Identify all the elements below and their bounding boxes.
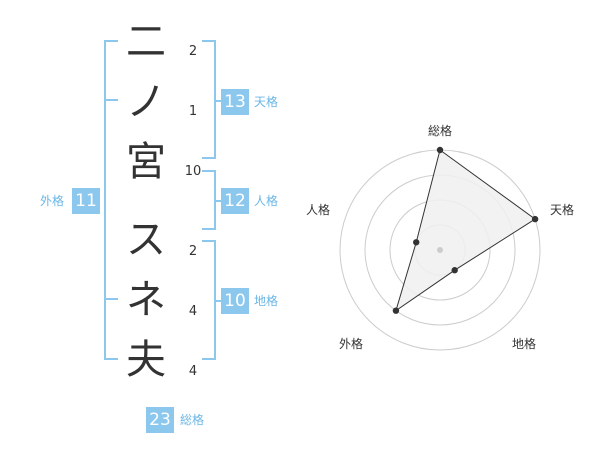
stroke-count-3: 10 <box>184 164 202 179</box>
tenkaku-score-badge: 13 <box>221 89 249 115</box>
radar-point-4 <box>392 307 400 314</box>
gaikaku-score-badge: 11 <box>72 188 100 214</box>
name-character-4: ス <box>126 217 166 263</box>
jinkaku-score-badge: 12 <box>221 188 249 214</box>
stroke-count-2: 1 <box>188 104 198 119</box>
radar-point-1 <box>436 146 444 154</box>
radar-point-5 <box>413 239 420 246</box>
chikaku-label: 地格 <box>254 294 279 308</box>
radar-axis-label-soukaku: 総格 <box>427 124 452 138</box>
gaikaku-label: 外格 <box>40 194 65 208</box>
name-character-1: 二 <box>126 19 166 65</box>
radar-point-2 <box>531 215 539 223</box>
stroke-count-4: 2 <box>188 244 198 259</box>
chikaku-score-badge: 10 <box>221 288 249 314</box>
name-character-2: ノ <box>126 79 166 125</box>
radar-polygon <box>395 149 536 312</box>
stroke-count-6: 4 <box>188 364 198 379</box>
radar-axis-label-gaikaku: 外格 <box>338 337 363 351</box>
radar-center-dot <box>437 247 443 253</box>
stroke-count-5: 4 <box>188 304 198 319</box>
tenkaku-label: 天格 <box>254 95 279 109</box>
radar-axis-label-jinkaku: 人格 <box>305 203 330 217</box>
name-character-3: 宮 <box>126 139 166 185</box>
name-character-6: 夫 <box>126 337 166 383</box>
name-character-5: ネ <box>126 277 166 323</box>
radar-axis-label-tenkaku: 天格 <box>549 203 574 217</box>
radar-point-3 <box>451 267 458 274</box>
stroke-count-1: 2 <box>188 44 198 59</box>
soukaku-label: 総格 <box>180 413 205 427</box>
radar-axis-label-chikaku: 地格 <box>511 337 536 351</box>
soukaku-score-badge: 23 <box>146 407 174 433</box>
jinkaku-label: 人格 <box>254 194 279 208</box>
